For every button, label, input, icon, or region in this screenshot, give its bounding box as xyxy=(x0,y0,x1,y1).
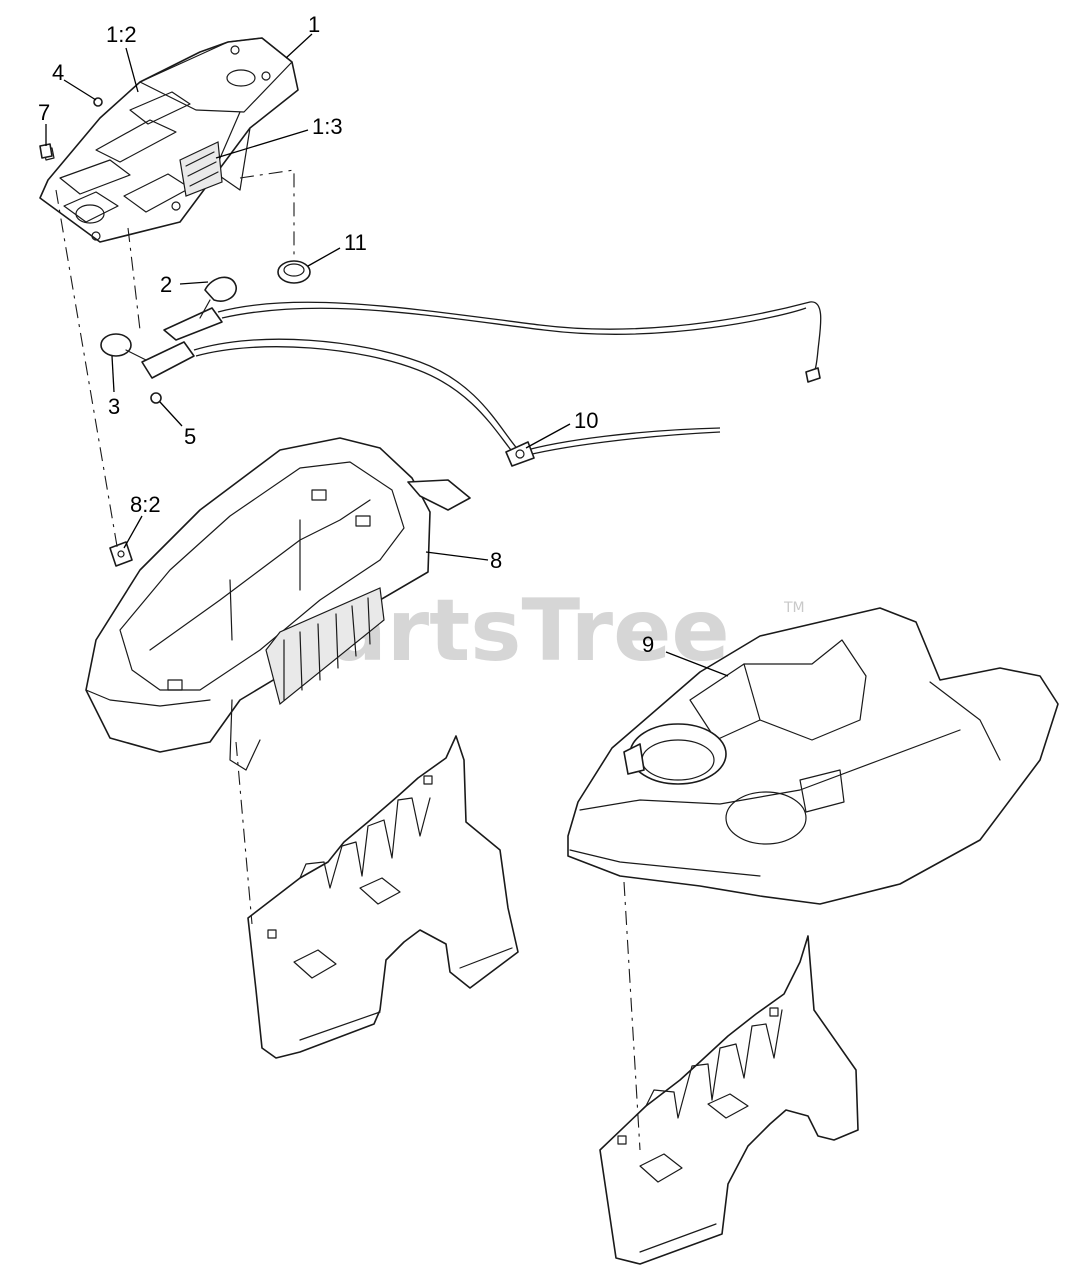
control-cables-part xyxy=(193,301,822,459)
callout-10: 10 xyxy=(574,408,598,433)
throttle-lever-part-2 xyxy=(163,276,237,341)
nut-part-8-2 xyxy=(109,541,133,567)
choke-lever-part-3 xyxy=(100,333,195,379)
alignment-line-1 xyxy=(55,189,119,553)
mounting-bracket-right xyxy=(599,935,859,1265)
alignment-line-4 xyxy=(235,741,253,925)
callout-8: 8 xyxy=(490,548,502,573)
plug-part-11 xyxy=(277,260,311,284)
fender-console-part-9 xyxy=(567,607,1059,905)
callout-1-3: 1:3 xyxy=(312,114,343,139)
alignment-line-2 xyxy=(239,169,295,258)
callout-8-2: 8:2 xyxy=(130,492,161,517)
watermark-tm: TM xyxy=(783,600,805,616)
callout-5: 5 xyxy=(184,424,196,449)
callout-4: 4 xyxy=(52,60,64,85)
fender-pod-part-8 xyxy=(85,437,471,771)
clip-part-7 xyxy=(39,143,53,159)
nut-part-5 xyxy=(150,392,162,404)
alignment-line-5 xyxy=(623,881,641,1151)
control-panel-part xyxy=(39,37,299,243)
callout-2: 2 xyxy=(160,272,172,297)
callout-9: 9 xyxy=(642,632,654,657)
callout-7: 7 xyxy=(38,100,50,125)
callout-3: 3 xyxy=(108,394,120,419)
callout-leaders xyxy=(45,33,729,677)
callout-1: 1 xyxy=(308,12,320,37)
callout-11: 11 xyxy=(344,230,367,255)
callout-1-2: 1:2 xyxy=(106,22,137,47)
mounting-bracket-left xyxy=(247,735,519,1059)
alignment-line-3 xyxy=(127,227,141,331)
